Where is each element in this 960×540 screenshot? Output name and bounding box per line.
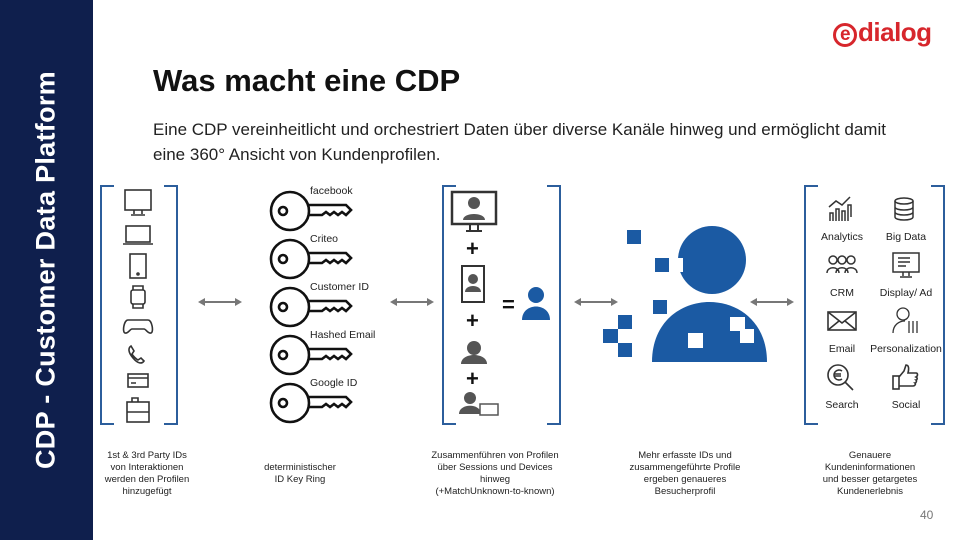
email-icon: [827, 311, 857, 331]
plus-sign: +: [466, 236, 479, 261]
display-ad-icon: [892, 252, 920, 278]
channel-label: Display/ Ad: [879, 287, 933, 299]
smartwatch-icon: [130, 285, 146, 309]
unknown-user-icon: [461, 341, 487, 364]
caption-line: Genauere: [848, 450, 892, 461]
tablet-icon: [129, 253, 147, 279]
bracket-left-3: [442, 185, 456, 425]
equals-sign: =: [502, 292, 515, 317]
caption-line: von Interaktionen: [110, 462, 184, 473]
bracket-left-1: [100, 185, 114, 425]
channel-label: CRM: [830, 287, 854, 299]
big-data-icon: [894, 197, 914, 221]
channel-label: Search: [825, 399, 859, 411]
key-label: Google ID: [310, 377, 358, 389]
double-arrow-icon: [390, 298, 434, 306]
social-icon: [892, 364, 919, 390]
double-arrow-icon: [574, 298, 618, 306]
phone-icon: [128, 344, 146, 364]
analytics-icon: [828, 196, 852, 221]
caption-line: 1st & 3rd Party IDs: [107, 450, 187, 461]
caption-line: ergeben genaueres: [643, 474, 727, 485]
page-number: 40: [920, 508, 934, 522]
caption-line: deterministischer: [264, 462, 336, 473]
caption-line: zusammengeführte Profile: [629, 462, 741, 473]
caption-line: und besser getargetes: [822, 474, 918, 485]
laptop-icon: [123, 225, 153, 245]
crm-icon: [826, 255, 858, 274]
channel-label: Email: [828, 343, 856, 355]
sidebar: CDP - Customer Data Platform: [0, 0, 93, 540]
caption-line: Kundenerlebnis: [836, 486, 904, 497]
bracket-right-1: [164, 185, 178, 425]
channel-label: Big Data: [885, 231, 927, 243]
double-arrow-icon: [198, 298, 242, 306]
caption-line: hinzugefügt: [122, 486, 172, 497]
double-arrow-icon: [750, 298, 794, 306]
bracket-left-5: [804, 185, 818, 425]
personalization-icon: [892, 307, 918, 334]
key-label: facebook: [310, 185, 353, 197]
bracket-right-5: [931, 185, 945, 425]
caption-line: über Sessions und Devices: [437, 462, 553, 473]
credit-card-icon: [127, 373, 149, 388]
caption-line: Kundeninformationen: [824, 462, 916, 473]
key-icon: [269, 190, 353, 232]
bracket-right-3: [547, 185, 561, 425]
key-icon: [269, 334, 353, 376]
caption-line: werden den Profilen: [104, 474, 190, 485]
caption-line: Zusammenführen von Profilen: [431, 450, 559, 461]
channel-label: Social: [891, 399, 921, 411]
key-icon: [269, 286, 353, 328]
channel-label: Analytics: [820, 231, 863, 243]
caption-line: ID Key Ring: [274, 474, 326, 485]
sidebar-title: CDP - Customer Data Platform: [30, 71, 61, 469]
subtitle: Eine CDP vereinheitlicht und orchestrier…: [153, 120, 886, 164]
search-icon: [827, 364, 854, 391]
gamepad-icon: [122, 319, 154, 334]
store-icon: [126, 397, 150, 423]
key-icon: [269, 382, 353, 424]
plus-sign: +: [466, 308, 479, 333]
pixelated-profile-icon: [603, 226, 767, 362]
key-label: Criteo: [310, 233, 339, 245]
caption-line: Besucherprofil: [654, 486, 716, 497]
channel-label: Personalization: [870, 343, 942, 355]
key-icon: [269, 238, 353, 280]
page-title: Was macht eine CDP: [153, 63, 461, 98]
key-label: Hashed Email: [310, 329, 376, 341]
device-icons: [122, 189, 154, 423]
merged-user-icon: [522, 287, 550, 320]
monitor-user-icon: [450, 190, 498, 232]
caption-line: Mehr erfasste IDs und: [638, 450, 732, 461]
key-label: Customer ID: [310, 281, 369, 293]
plus-sign: +: [466, 366, 479, 391]
user-card-icon: [459, 392, 499, 416]
caption-line: hinweg: [479, 474, 511, 485]
merge-icons: [450, 190, 499, 416]
caption-line: (+MatchUnknown-to-known): [435, 486, 555, 497]
phone-user-icon: [461, 265, 485, 303]
monitor-icon: [124, 189, 152, 216]
